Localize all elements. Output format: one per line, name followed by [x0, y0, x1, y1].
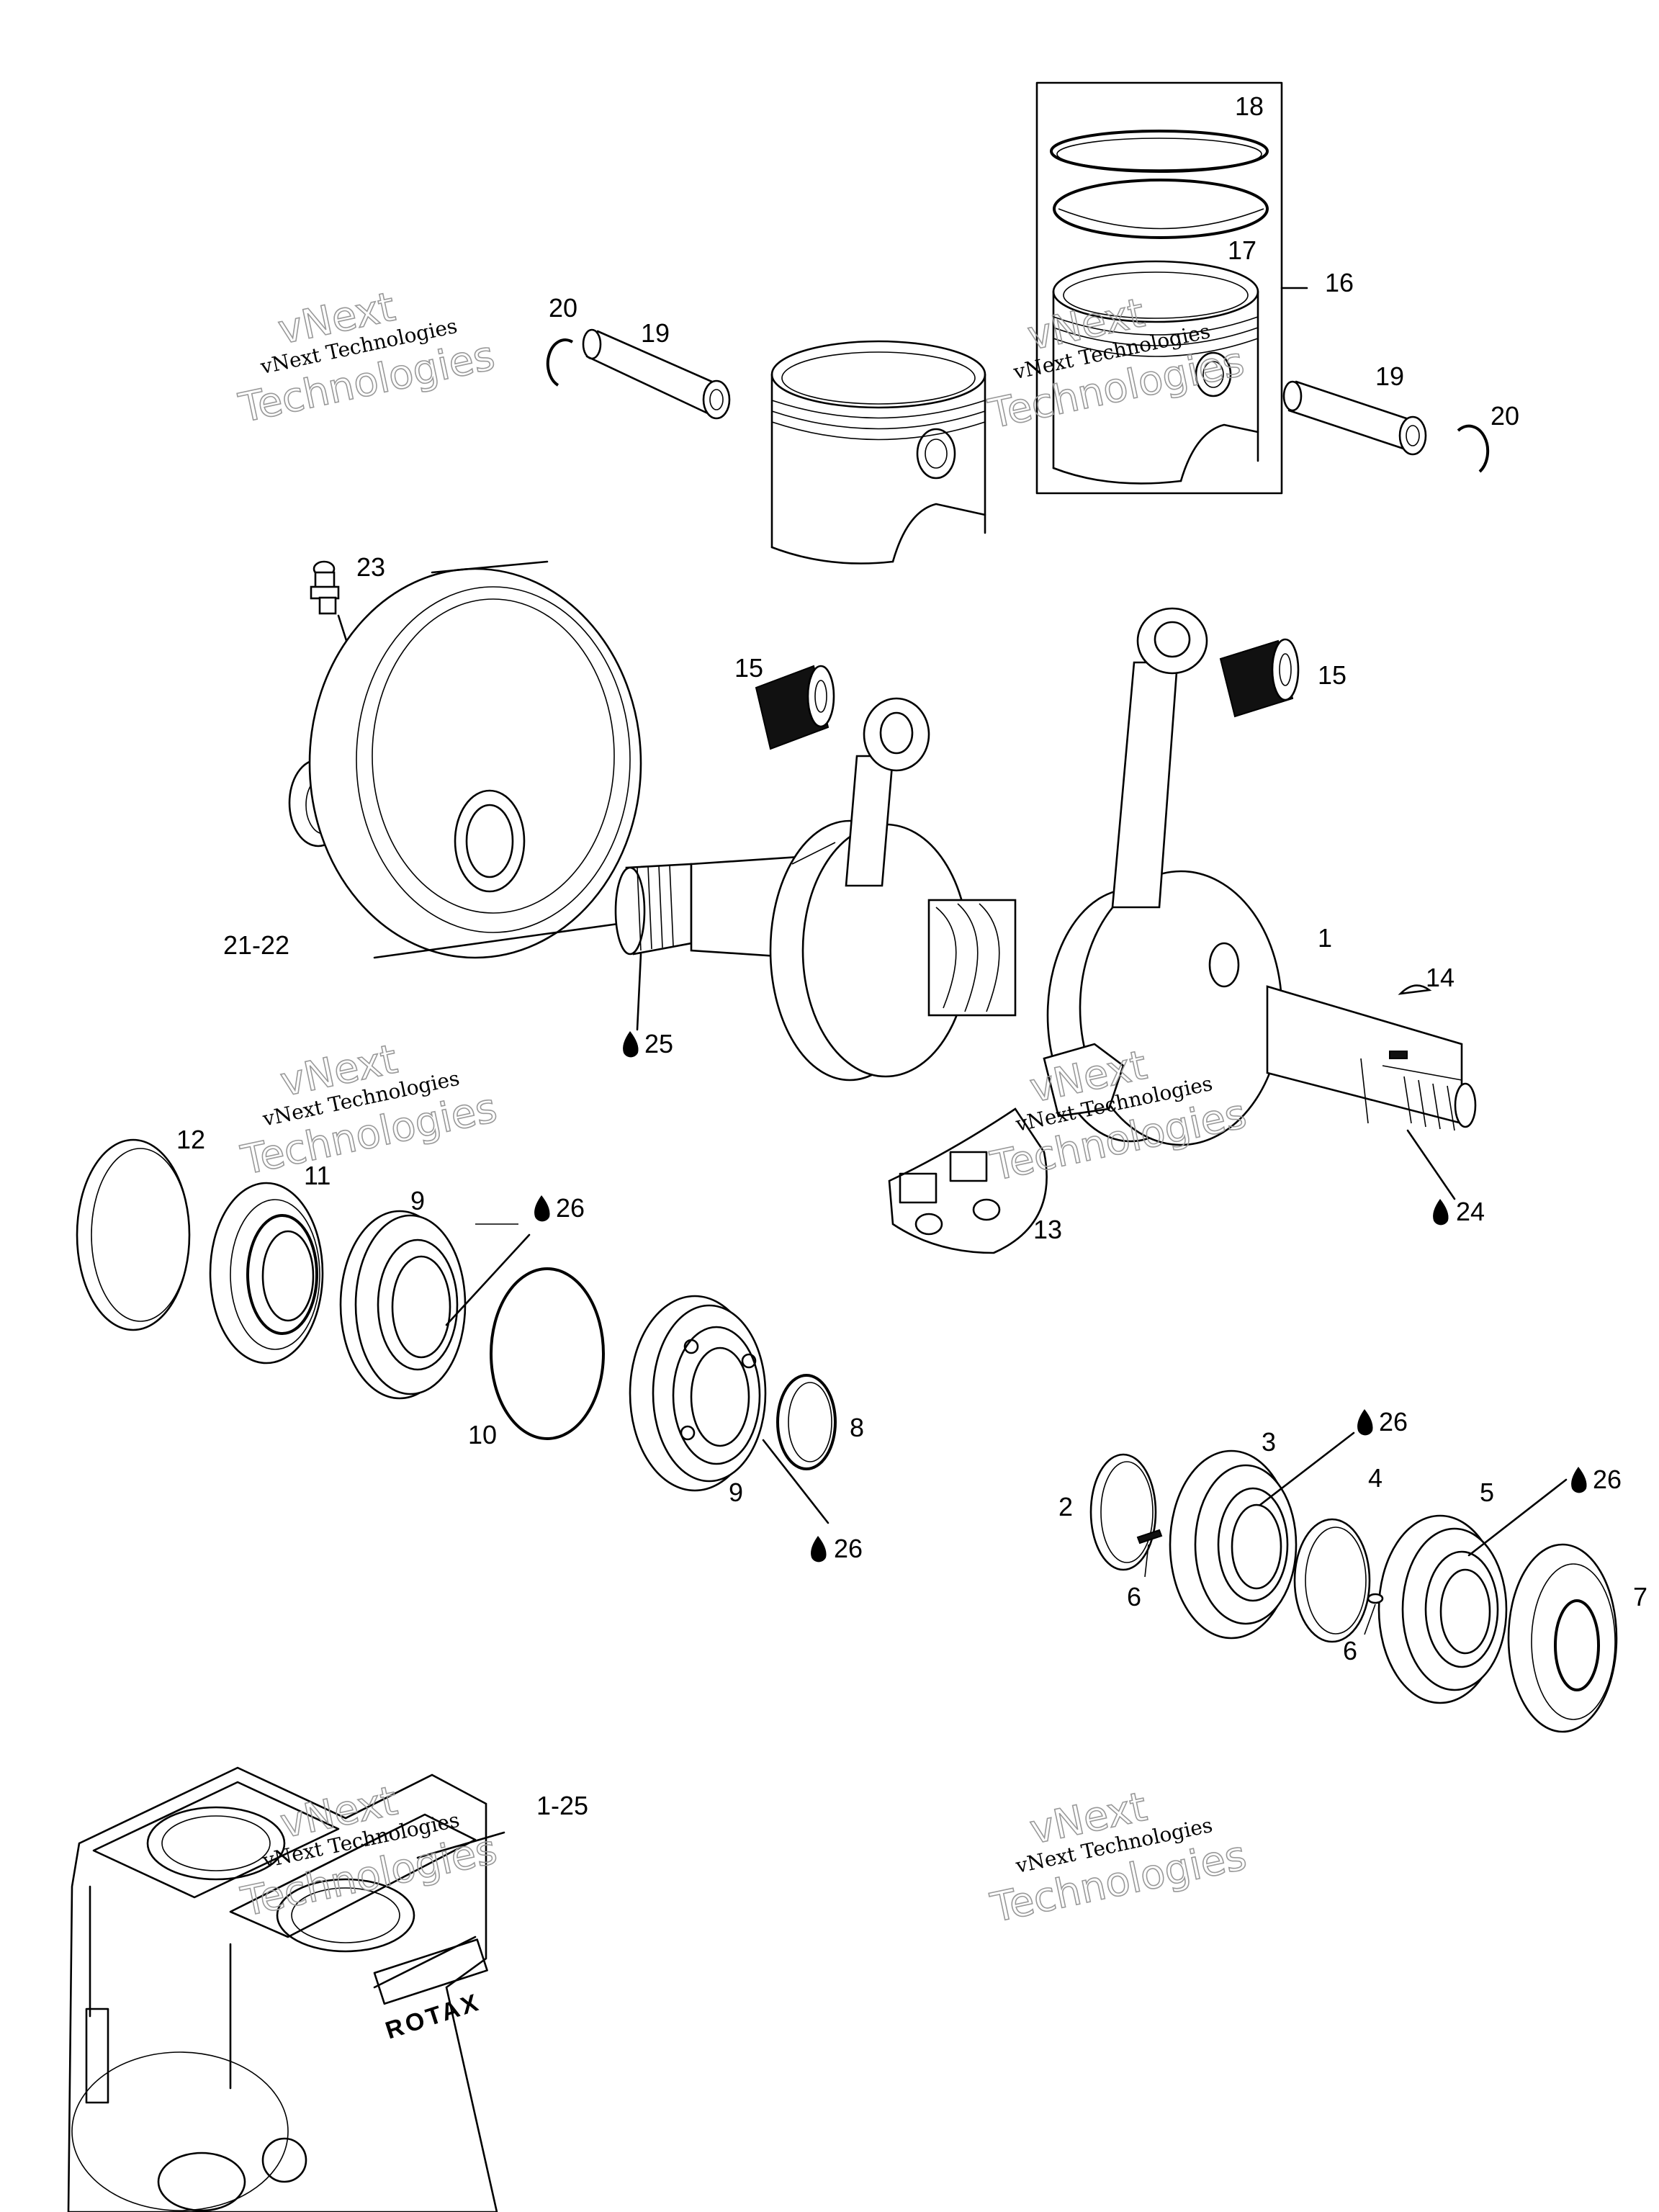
oil-drop-icon — [534, 1195, 550, 1222]
dowel-pin-6a — [1136, 1529, 1163, 1545]
needle-bearing-left — [755, 665, 835, 750]
piston-kit-box — [1035, 81, 1308, 495]
callout-19-left: 19 — [641, 318, 670, 348]
oil-seal-11 — [209, 1182, 324, 1364]
callout-6-left: 6 — [1127, 1582, 1141, 1611]
watermark: vNext vNext Technologies Technologies — [986, 1783, 1251, 1933]
callout-19-right: 19 — [1375, 361, 1404, 391]
circlip-left — [546, 338, 574, 387]
circlip-right — [1457, 424, 1490, 473]
grease-fitting — [310, 560, 365, 696]
callout-20-right: 20 — [1491, 401, 1519, 431]
callout-1: 1 — [1318, 923, 1332, 953]
callout-26-c: 26 — [1379, 1407, 1408, 1437]
piston-pin-right — [1282, 380, 1427, 456]
callout-15-left: 15 — [734, 653, 763, 683]
callout-7: 7 — [1633, 1582, 1647, 1611]
callout-11: 11 — [304, 1161, 331, 1190]
oil-drop-icon — [1433, 1199, 1449, 1226]
callout-26-d: 26 — [1593, 1465, 1622, 1494]
connecting-rod-right — [1111, 607, 1208, 909]
callout-3: 3 — [1262, 1427, 1276, 1457]
callout-17: 17 — [1228, 235, 1256, 265]
callout-1-25: 1-25 — [536, 1791, 588, 1820]
dowel-pin-6b — [1367, 1593, 1384, 1604]
callout-16: 16 — [1325, 268, 1354, 297]
callout-4: 4 — [1368, 1463, 1382, 1493]
callout-2: 2 — [1058, 1492, 1073, 1521]
watermark: vNext vNext Technologies Technologies — [236, 1035, 501, 1185]
crankshaft — [614, 819, 1477, 1146]
spacer-ring-8 — [776, 1374, 837, 1470]
oil-drop-icon — [1357, 1409, 1373, 1436]
watermark: vNext vNext Technologies Technologies — [986, 1041, 1251, 1191]
callout-13: 13 — [1033, 1215, 1062, 1244]
engine-block — [67, 1766, 498, 2212]
ball-bearing-3 — [1169, 1449, 1298, 1640]
callout-8: 8 — [850, 1413, 864, 1442]
callout-10: 10 — [468, 1420, 497, 1449]
callout-9-lower: 9 — [729, 1478, 743, 1507]
callout-12: 12 — [176, 1125, 205, 1154]
shim-ring-12 — [76, 1138, 191, 1331]
piston-ring-lower — [1053, 179, 1269, 239]
callout-5: 5 — [1480, 1478, 1494, 1507]
ball-bearing-5 — [1377, 1514, 1508, 1704]
shim-2 — [1089, 1453, 1157, 1571]
watermark: vNext vNext Technologies Technologies — [234, 283, 499, 433]
oil-drop-icon — [811, 1536, 827, 1563]
needle-bearing-right — [1219, 638, 1300, 718]
callout-20-left: 20 — [549, 293, 577, 323]
oil-drop-icon — [623, 1031, 639, 1058]
callout-14: 14 — [1426, 963, 1455, 992]
ball-bearing-9-upper — [339, 1210, 467, 1400]
callout-25: 25 — [644, 1029, 673, 1058]
oil-seal-7 — [1507, 1543, 1618, 1733]
woodruff-key — [1398, 984, 1432, 995]
callout-6-right: 6 — [1343, 1636, 1357, 1665]
ball-bearing-9-lower — [629, 1295, 767, 1492]
connecting-rod-left — [845, 697, 930, 887]
callout-26-a: 26 — [556, 1193, 585, 1223]
callout-21-22: 21-22 — [223, 930, 289, 960]
piston-right — [1052, 260, 1259, 485]
callout-15-right: 15 — [1318, 660, 1346, 690]
callout-24: 24 — [1456, 1197, 1485, 1226]
callout-9-upper: 9 — [410, 1186, 425, 1215]
oil-drop-icon — [1571, 1467, 1587, 1493]
o-ring-10 — [490, 1267, 605, 1440]
bearing-cage — [888, 1107, 1048, 1254]
piston-left — [770, 340, 986, 565]
piston-ring-upper — [1050, 130, 1269, 173]
callout-23: 23 — [356, 552, 385, 582]
callout-26-b: 26 — [834, 1534, 863, 1563]
callout-18: 18 — [1235, 91, 1264, 121]
shim-4 — [1293, 1518, 1371, 1643]
leader-lines — [416, 953, 1568, 1859]
piston-pin-left — [582, 328, 731, 420]
magneto-rotor — [288, 560, 642, 959]
